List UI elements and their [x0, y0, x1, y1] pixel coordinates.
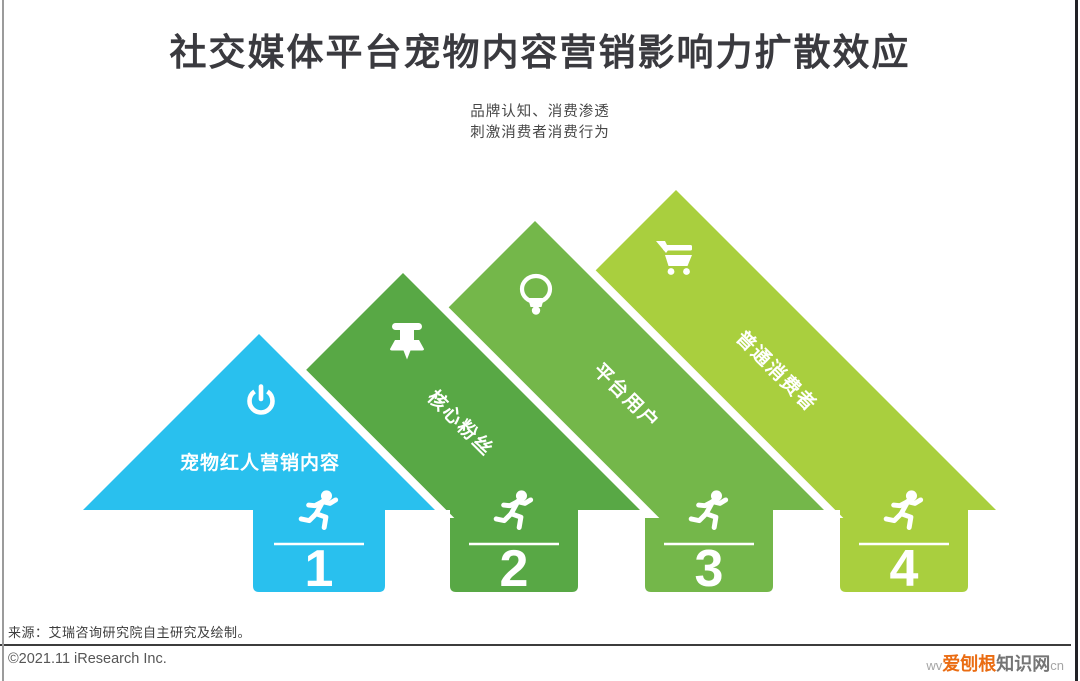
arrow-step-1: 宠物红人营销内容 1 — [63, 322, 455, 600]
arrow-label: 宠物红人营销内容 — [180, 451, 340, 474]
step-number: 4 — [890, 540, 919, 598]
arrow-shape — [83, 334, 435, 592]
shopping-cart-icon — [656, 241, 692, 275]
arrow-step-2: 核心粉丝 2 — [146, 261, 660, 600]
left-border-line — [2, 0, 4, 681]
step-number: 3 — [695, 540, 724, 598]
footer-divider — [0, 644, 1071, 646]
copyright: ©2021.11 iResearch Inc. — [8, 651, 167, 667]
step-number: 1 — [305, 540, 334, 598]
runner-icon — [883, 490, 924, 530]
watermark: wv爱刨根知识网cn — [926, 650, 1064, 676]
page-title: 社交媒体平台宠物内容营销影响力扩散效应 — [169, 32, 911, 73]
step-number: 2 — [500, 540, 529, 598]
source-note: 来源：艾瑞咨询研究院自主研究及绘制。 — [8, 625, 252, 640]
arrow-shape — [166, 273, 640, 592]
watermark-highlight: 爱刨根 — [942, 654, 997, 674]
lightbulb-icon — [519, 273, 553, 315]
right-border-line — [1075, 0, 1078, 681]
subtitle: 品牌认知、消费渗透 刺激消费者消费行为 — [0, 102, 1080, 144]
watermark-tld: cn — [1050, 658, 1064, 673]
subtitle-line-1: 品牌认知、消费渗透 — [470, 104, 610, 120]
arrow-diagram: 普通消费者 4 平台用户 — [63, 190, 996, 600]
watermark-prefix: wv — [926, 658, 943, 673]
pushpin-icon — [390, 323, 424, 360]
runner-icon — [688, 490, 729, 530]
subtitle-line-2: 刺激消费者消费行为 — [470, 125, 610, 141]
watermark-suffix: 知识网 — [996, 654, 1051, 674]
runner-icon — [298, 490, 339, 530]
runner-icon — [493, 490, 534, 530]
power-icon — [247, 384, 275, 415]
